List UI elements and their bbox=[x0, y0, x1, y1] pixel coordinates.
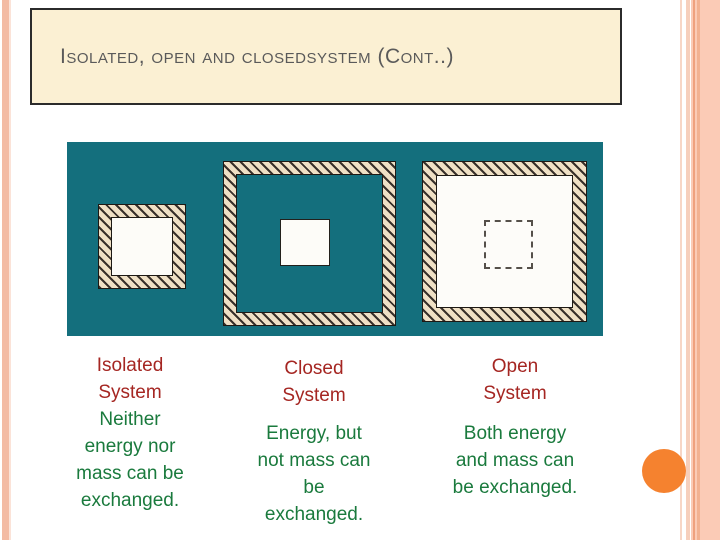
caption-open-system: Open System Both energy and mass can be … bbox=[405, 353, 625, 501]
right-edge-stripe-2 bbox=[686, 0, 690, 540]
title-box: Isolated, open and closedsystem (Cont..) bbox=[30, 8, 622, 105]
left-edge-stripe-faint bbox=[9, 0, 11, 540]
right-edge-stripe-accent-2 bbox=[697, 0, 700, 540]
open-system-diagram bbox=[422, 161, 587, 322]
right-edge-stripe-accent-1 bbox=[693, 0, 695, 540]
closed-system-diagram bbox=[223, 161, 396, 326]
open-system-interior bbox=[436, 175, 573, 308]
closed-system-description: Energy, but not mass can be exchanged. bbox=[257, 423, 371, 525]
isolated-system-diagram bbox=[98, 204, 186, 289]
isolated-system-heading: Isolated System bbox=[96, 355, 164, 403]
closed-system-core-square bbox=[280, 219, 330, 266]
closed-system-heading: Closed System bbox=[282, 358, 346, 406]
systems-figure bbox=[67, 142, 603, 336]
left-edge-stripe bbox=[2, 0, 9, 540]
isolated-system-interior bbox=[111, 217, 173, 276]
caption-isolated-system: Isolated System Neither energy nor mass … bbox=[44, 352, 216, 514]
caption-closed-system: Closed System Energy, but not mass can b… bbox=[228, 355, 400, 528]
isolated-system-description: Neither energy nor mass can be exchanged… bbox=[76, 409, 184, 511]
page-title: Isolated, open and closedsystem (Cont..) bbox=[60, 44, 454, 68]
open-system-dashed-square bbox=[484, 220, 533, 269]
open-system-heading: Open System bbox=[483, 356, 547, 404]
right-edge-stripe-1 bbox=[680, 0, 682, 540]
right-edge-stripe-band bbox=[691, 0, 720, 540]
accent-circle bbox=[642, 449, 686, 493]
open-system-description: Both energy and mass can be exchanged. bbox=[452, 423, 578, 498]
